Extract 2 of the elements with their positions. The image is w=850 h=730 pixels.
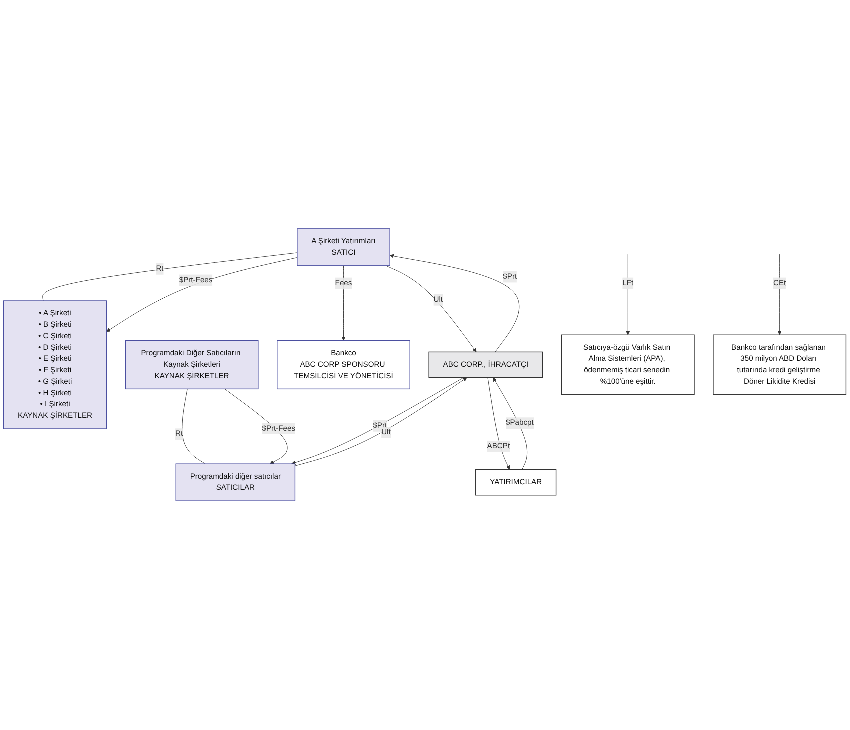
connector bbox=[182, 388, 206, 464]
connector bbox=[42, 252, 298, 302]
